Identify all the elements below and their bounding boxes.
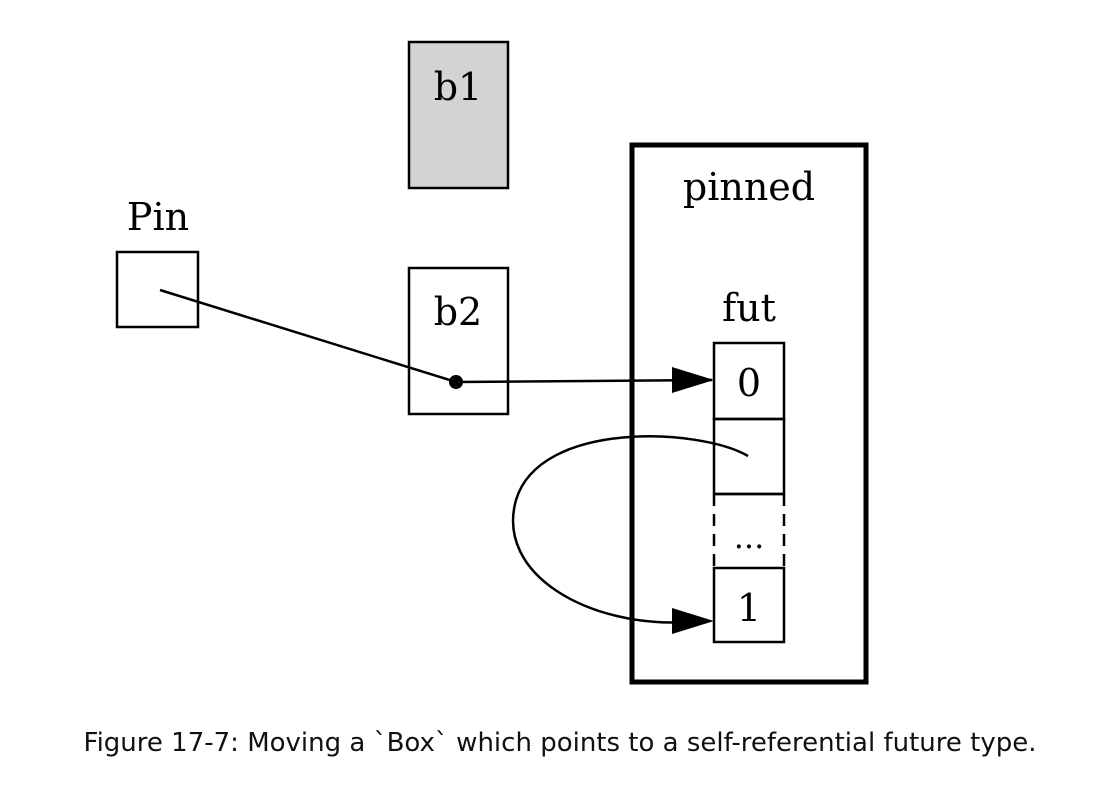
fut-slot-ellipsis-label: ...	[734, 518, 765, 556]
pinned-container	[629, 142, 869, 685]
pinned-label: pinned	[683, 165, 815, 209]
edge-b2-to-slot0	[455, 378, 713, 384]
edge-pin-to-b2	[159, 288, 457, 384]
b2-box	[407, 266, 510, 416]
arrowhead-slot0	[672, 367, 714, 393]
self-referential-future-diagram: b1 pinned Pin b2 fut 0 ... 1	[115, 40, 869, 685]
edge-self-reference	[511, 435, 749, 624]
fut-slot-1-label: 1	[737, 586, 761, 630]
pin-label: Pin	[127, 195, 189, 239]
fut-slot-ellipsis	[712, 492, 786, 568]
fut-slot-0-label: 0	[737, 361, 761, 405]
pin-box	[115, 250, 200, 329]
fut-label: fut	[722, 286, 776, 330]
b1-box	[407, 40, 510, 190]
figure-caption: Figure 17-7: Moving a `Box` which points…	[83, 728, 1037, 758]
fut-slot-pointer	[712, 417, 786, 496]
b2-label: b2	[434, 290, 483, 334]
fut-slot-1	[712, 566, 786, 644]
arrowhead-slot1	[672, 608, 714, 634]
b1-label: b1	[434, 65, 483, 109]
